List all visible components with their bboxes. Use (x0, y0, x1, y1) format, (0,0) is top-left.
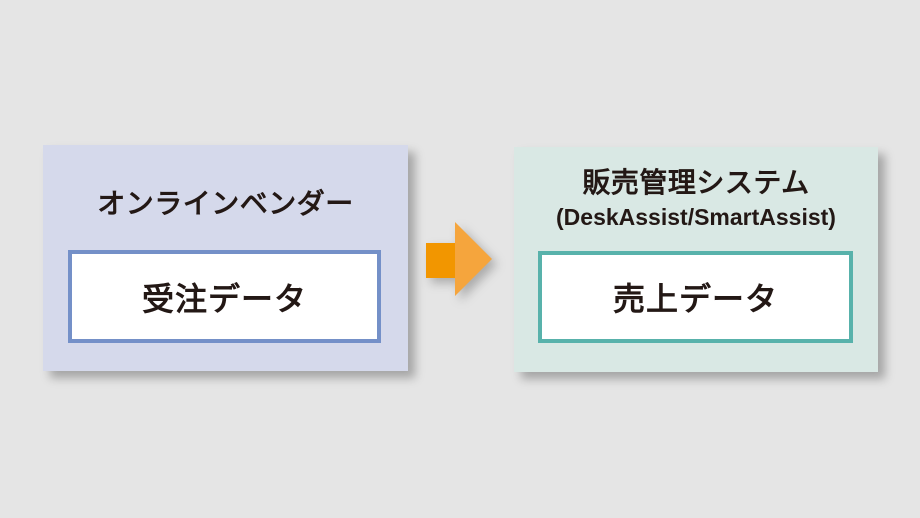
order-data-label: 受注データ (141, 280, 307, 317)
arrow-head (455, 222, 492, 296)
arrow-shaft (426, 243, 456, 278)
sales-data-box: 売上データ (538, 251, 853, 343)
source-system-title: オンラインベンダー (97, 188, 354, 219)
order-data-box: 受注データ (68, 250, 381, 343)
right-arrow-icon (426, 222, 492, 297)
source-system-box: オンラインベンダー 受注データ (43, 145, 408, 371)
target-system-subtitle: (DeskAssist/SmartAssist) (556, 204, 836, 230)
target-system-title: 販売管理システム (582, 167, 810, 198)
sales-data-label: 売上データ (612, 281, 778, 317)
target-system-box: 販売管理システム (DeskAssist/SmartAssist) 売上データ (514, 147, 878, 372)
